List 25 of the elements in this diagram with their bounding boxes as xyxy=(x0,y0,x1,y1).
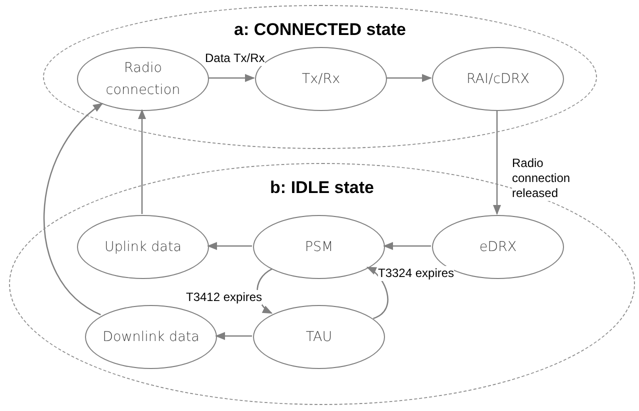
state-ellipse xyxy=(77,215,209,279)
arrow xyxy=(386,74,432,82)
state-label: eDRX xyxy=(478,238,518,257)
edge-label: T3324 expires xyxy=(378,266,454,281)
state-label: Downlink data xyxy=(102,328,200,347)
arrow xyxy=(383,242,431,250)
state-label: RAI/cDRX xyxy=(465,70,531,89)
edge-label: T3412 expires xyxy=(186,290,262,305)
state-label: PSM xyxy=(304,238,334,257)
arrow xyxy=(207,242,252,250)
arrow xyxy=(44,102,104,316)
state-ellipse xyxy=(253,305,385,369)
arrow xyxy=(493,110,501,215)
state-label: Tx/Rx xyxy=(300,70,342,89)
state-label: TAU xyxy=(304,328,334,347)
arrow xyxy=(208,74,255,82)
group-title: b: IDLE state xyxy=(270,177,374,198)
arrow xyxy=(138,109,146,214)
state-label: Uplink data xyxy=(103,238,183,257)
edge-label: Data Tx/Rx xyxy=(205,51,265,66)
group-title: a: CONNECTED state xyxy=(234,19,406,40)
arrow xyxy=(215,332,252,340)
state-ellipse xyxy=(432,47,564,111)
state-label: Radio connection xyxy=(104,59,182,100)
arrow xyxy=(366,266,388,320)
